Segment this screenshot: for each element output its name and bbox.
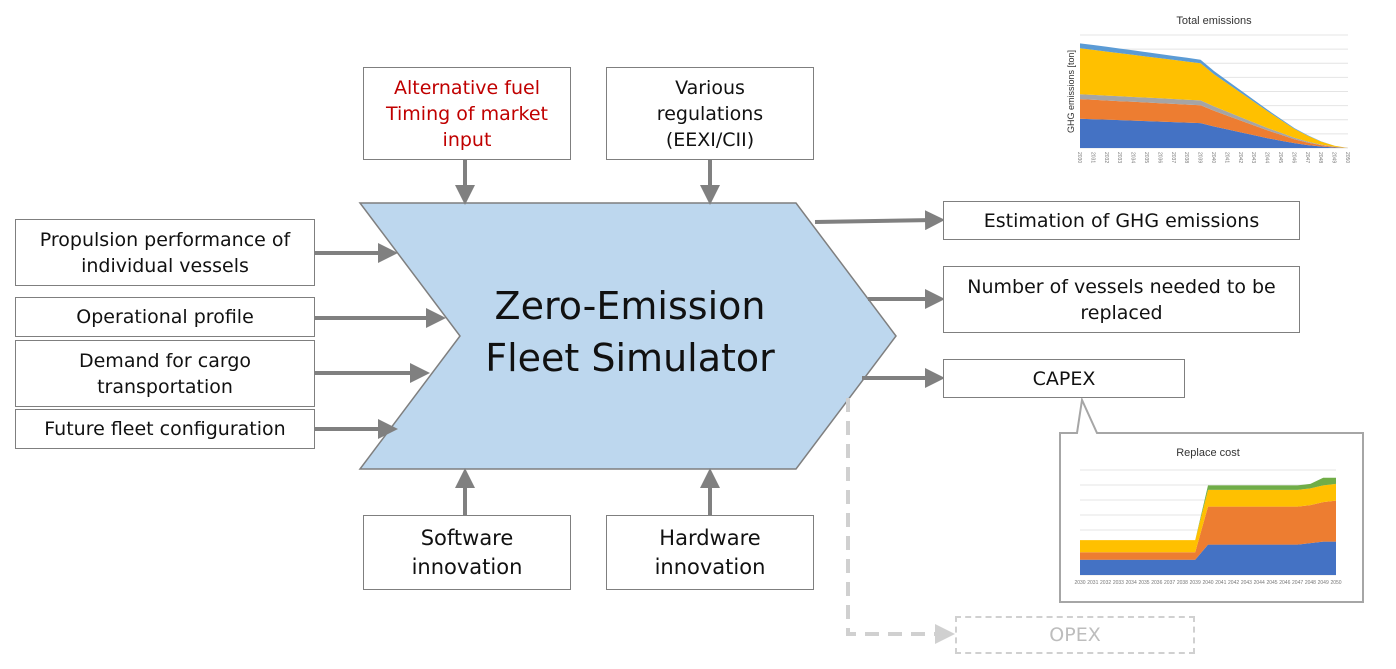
x-tick-label: 2041 (1223, 152, 1229, 163)
x-tick-label: 2032 (1103, 152, 1109, 163)
box-line: OPEX (1049, 624, 1101, 646)
simulator-title-line2: Fleet Simulator (485, 336, 775, 380)
box-line: Estimation of GHG emissions (983, 209, 1260, 232)
x-tick-label: 2032 (1100, 580, 1111, 586)
box-line: (EEXI/CII) (665, 128, 755, 151)
box-line: Demand for cargo (78, 349, 252, 372)
software-innovation-box: Software innovation (363, 515, 571, 590)
x-tick-label: 2039 (1190, 580, 1201, 586)
box-line: Number of vessels needed to be (967, 275, 1276, 298)
operational-profile-box: Operational profile (15, 297, 315, 337)
simulator-title: Zero-Emission Fleet Simulator (440, 280, 820, 384)
x-tick-label: 2050 (1330, 580, 1341, 586)
x-tick-label: 2034 (1126, 580, 1137, 586)
x-tick-label: 2043 (1241, 580, 1252, 586)
x-tick-label: 2042 (1228, 580, 1239, 586)
capex-box: CAPEX (943, 359, 1185, 398)
x-tick-label: 2037 (1164, 580, 1175, 586)
x-tick-label: 2030 (1076, 152, 1082, 163)
vessels-replaced-box: Number of vessels needed to be replaced (943, 266, 1300, 333)
box-line: CAPEX (1032, 367, 1096, 390)
x-tick-label: 2047 (1292, 580, 1303, 586)
total-emissions-chart: Total emissions 2030 2031 2032 2033 2034 2035 2… (1058, 10, 1368, 182)
area-series-0 (1080, 541, 1336, 575)
x-tick-label: 2046 (1279, 580, 1290, 586)
x-tick-label: 2049 (1318, 580, 1329, 586)
x-tick-label: 2035 (1143, 152, 1149, 163)
chart-title: Total emissions (1176, 15, 1252, 27)
x-tick-label: 2045 (1266, 580, 1277, 586)
box-line: innovation (654, 554, 766, 579)
x-tick-label: 2042 (1237, 152, 1243, 163)
x-tick-label: 2038 (1177, 580, 1188, 586)
box-line: individual vessels (81, 254, 249, 277)
x-tick-label: 2044 (1254, 580, 1265, 586)
x-tick-label: 2034 (1130, 152, 1136, 163)
box-line: replaced (1080, 301, 1163, 324)
regulations-box: Various regulations (EEXI/CII) (606, 67, 814, 160)
x-tick-label: 2040 (1210, 152, 1216, 163)
arrow-simulator-to-ghg (814, 210, 945, 231)
box-line: Various (675, 76, 745, 99)
x-tick-label: 2031 (1087, 580, 1098, 586)
x-tick-label: 2041 (1215, 580, 1226, 586)
x-tick-label: 2045 (1277, 152, 1283, 163)
opex-box: OPEX (955, 616, 1195, 654)
x-tick-label: 2036 (1156, 152, 1162, 163)
chart-title: Replace cost (1176, 447, 1240, 459)
x-tick-label: 2048 (1305, 580, 1316, 586)
x-tick-label: 2040 (1202, 580, 1213, 586)
arrow-simulator-to-opex (846, 398, 955, 644)
x-tick-label: 2048 (1317, 152, 1323, 163)
box-line: Future fleet configuration (44, 418, 286, 440)
x-tick-label: 2031 (1089, 152, 1095, 163)
simulator-title-line1: Zero-Emission (494, 284, 766, 328)
x-tick-label: 2038 (1183, 152, 1189, 163)
box-line: Timing of market (385, 102, 548, 125)
x-tick-label: 2039 (1197, 152, 1203, 163)
box-line: Alternative fuel (394, 76, 540, 99)
x-tick-label: 2033 (1113, 580, 1124, 586)
area-series-3 (1080, 48, 1348, 148)
y-axis-label: GHG emissions [ton] (1066, 50, 1076, 133)
x-tick-label: 2036 (1151, 580, 1162, 586)
x-tick-label: 2035 (1138, 580, 1149, 586)
area-series-2 (1080, 483, 1336, 553)
ghg-estimation-box: Estimation of GHG emissions (943, 201, 1300, 240)
box-line: Operational profile (76, 306, 254, 328)
x-tick-label: 2047 (1304, 152, 1310, 163)
box-line: transportation (97, 375, 233, 398)
box-line: Software (420, 525, 514, 550)
x-tick-label: 2043 (1250, 152, 1256, 163)
x-tick-label: 2030 (1074, 580, 1085, 586)
x-tick-label: 2050 (1344, 152, 1350, 163)
simulator-chevron (358, 202, 897, 470)
x-tick-label: 2049 (1331, 152, 1337, 163)
box-line: input (442, 128, 492, 151)
future-fleet-box: Future fleet configuration (15, 409, 315, 449)
propulsion-performance-box: Propulsion performance of individual vess… (15, 219, 315, 286)
x-tick-label: 2037 (1170, 152, 1176, 163)
box-line: innovation (411, 554, 523, 579)
x-tick-label: 2033 (1116, 152, 1122, 163)
box-line: Propulsion performance of (39, 228, 291, 251)
hardware-innovation-box: Hardware innovation (606, 515, 814, 590)
x-tick-label: 2044 (1264, 152, 1270, 163)
cargo-demand-box: Demand for cargo transportation (15, 340, 315, 407)
box-line: regulations (656, 102, 764, 125)
box-line: Hardware (659, 525, 761, 550)
area-series-3 (1080, 477, 1336, 541)
area-series-0 (1080, 118, 1348, 148)
area-series-2 (1080, 94, 1348, 148)
area-series-1 (1080, 99, 1348, 148)
x-tick-label: 2046 (1290, 152, 1296, 163)
area-series-1 (1080, 500, 1336, 560)
